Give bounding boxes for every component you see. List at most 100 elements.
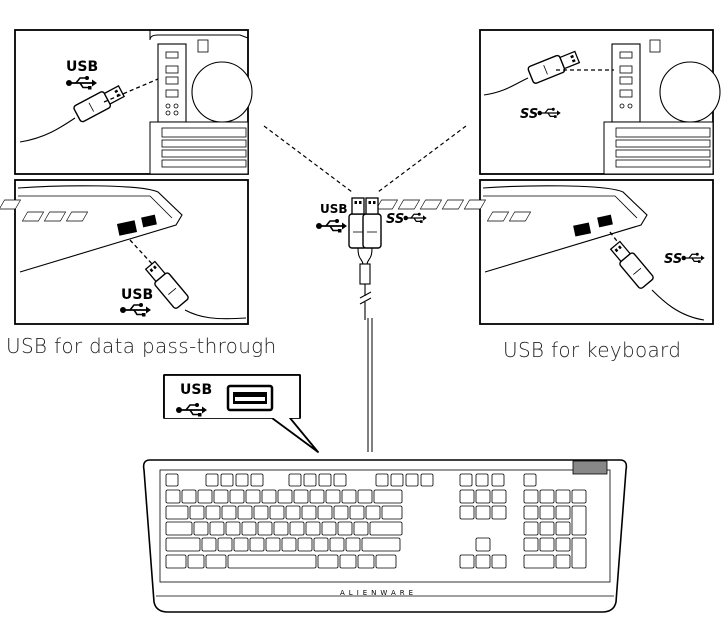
keyboard-key: [165, 473, 179, 487]
superspeed-label: SS: [520, 107, 538, 122]
keyboard-key: [165, 554, 187, 569]
usb-label: USB: [121, 287, 154, 303]
keyboard-key: [523, 554, 555, 569]
keyboard-key: [491, 489, 507, 504]
usb-label: USB: [180, 382, 213, 398]
keyboard-key: [539, 537, 555, 552]
keyboard-key: [339, 554, 357, 569]
brand-logo: ALIENWARE: [340, 589, 418, 597]
keyboard-key: [317, 554, 339, 569]
keyboard-key: [313, 537, 329, 552]
keyboard-key: [288, 473, 302, 487]
keyboard-key: [245, 489, 261, 504]
keyboard-key: [261, 489, 277, 504]
panel-bottom-right: SS: [375, 179, 714, 325]
keyboard-key: [381, 505, 403, 520]
keyboard-key: [491, 505, 507, 520]
keyboard-key: [321, 521, 337, 536]
keyboard-key: [325, 489, 341, 504]
keyboard-key: [459, 505, 475, 520]
keyboard-key: [165, 489, 181, 504]
keyboard-key: [165, 537, 201, 552]
keyboard-key: [333, 505, 349, 520]
usb-port-callout: [163, 374, 319, 453]
keyboard-key: [523, 505, 539, 520]
panel-top-right: SS: [479, 29, 721, 175]
keyboard-key: [459, 473, 473, 487]
keyboard-key: [193, 521, 209, 536]
panel-top-left: [14, 29, 253, 175]
keyboard-key: [365, 505, 381, 520]
keyboard-key: [317, 505, 333, 520]
keyboard-key: [390, 473, 404, 487]
keyboard-key: [221, 505, 237, 520]
keyboard-key: [523, 521, 539, 536]
keyboard-key: [349, 505, 365, 520]
keyboard-key: [273, 521, 289, 536]
keyboard-key: [329, 537, 345, 552]
keyboard-key: [220, 473, 234, 487]
panel-bottom-left: [0, 179, 249, 325]
keyboard-key: [555, 521, 571, 536]
keyboard-key: [523, 489, 539, 504]
superspeed-label: SS: [664, 252, 682, 267]
keyboard-key: [229, 489, 245, 504]
keyboard-key: [187, 554, 205, 569]
keyboard-key: [405, 473, 419, 487]
keyboard-key: [233, 537, 249, 552]
keyboard-key: [189, 505, 205, 520]
keyboard: [142, 459, 628, 613]
keyboard-key: [475, 505, 491, 520]
keyboard-key: [555, 554, 571, 569]
keyboard-key: [241, 521, 257, 536]
caption-data-pass-through: USB for data pass-through: [6, 334, 277, 358]
keyboard-key: [361, 537, 401, 552]
keyboard-key: [491, 554, 507, 569]
keyboard-key: [213, 489, 229, 504]
keyboard-key: [205, 554, 227, 569]
keyboard-key: [571, 505, 587, 536]
keyboard-key: [181, 489, 197, 504]
keyboard-key: [341, 489, 357, 504]
keyboard-key: [269, 505, 285, 520]
keyboard-key: [369, 521, 403, 536]
keyboard-key: [209, 521, 225, 536]
usb-port-icon: [226, 384, 274, 412]
keyboard-key: [277, 489, 293, 504]
keyboard-key: [297, 537, 313, 552]
keyboard-key: [205, 505, 221, 520]
keyboard-key: [333, 473, 347, 487]
keyboard-key: [293, 489, 309, 504]
keyboard-key: [375, 554, 397, 569]
keyboard-key: [197, 489, 213, 504]
keyboard-key: [475, 537, 491, 552]
keyboard-key: [235, 473, 249, 487]
keyboard-key: [475, 554, 491, 569]
keyboard-key: [420, 473, 434, 487]
keyboard-key: [539, 521, 555, 536]
keyboard-key: [257, 521, 273, 536]
keyboard-key: [165, 505, 189, 520]
keyboard-key: [281, 537, 297, 552]
keyboard-key: [265, 537, 281, 552]
keyboard-key: [357, 489, 373, 504]
keyboard-key: [165, 521, 193, 536]
keyboard-key: [357, 554, 375, 569]
keyboard-key: [250, 473, 264, 487]
keyboard-key: [205, 473, 219, 487]
split-cable: SS: [263, 125, 467, 452]
keyboard-key: [375, 473, 389, 487]
usb-label: USB: [66, 59, 99, 75]
keyboard-key: [217, 537, 233, 552]
keyboard-key: [571, 489, 587, 504]
keyboard-key: [555, 489, 571, 504]
keyboard-key: [475, 489, 491, 504]
keyboard-key: [539, 489, 555, 504]
keyboard-key: [475, 473, 489, 487]
keyboard-key: [345, 537, 361, 552]
keyboard-key: [301, 505, 317, 520]
keyboard-key: [459, 554, 475, 569]
keyboard-key: [523, 537, 539, 552]
keyboard-key: [305, 521, 321, 536]
